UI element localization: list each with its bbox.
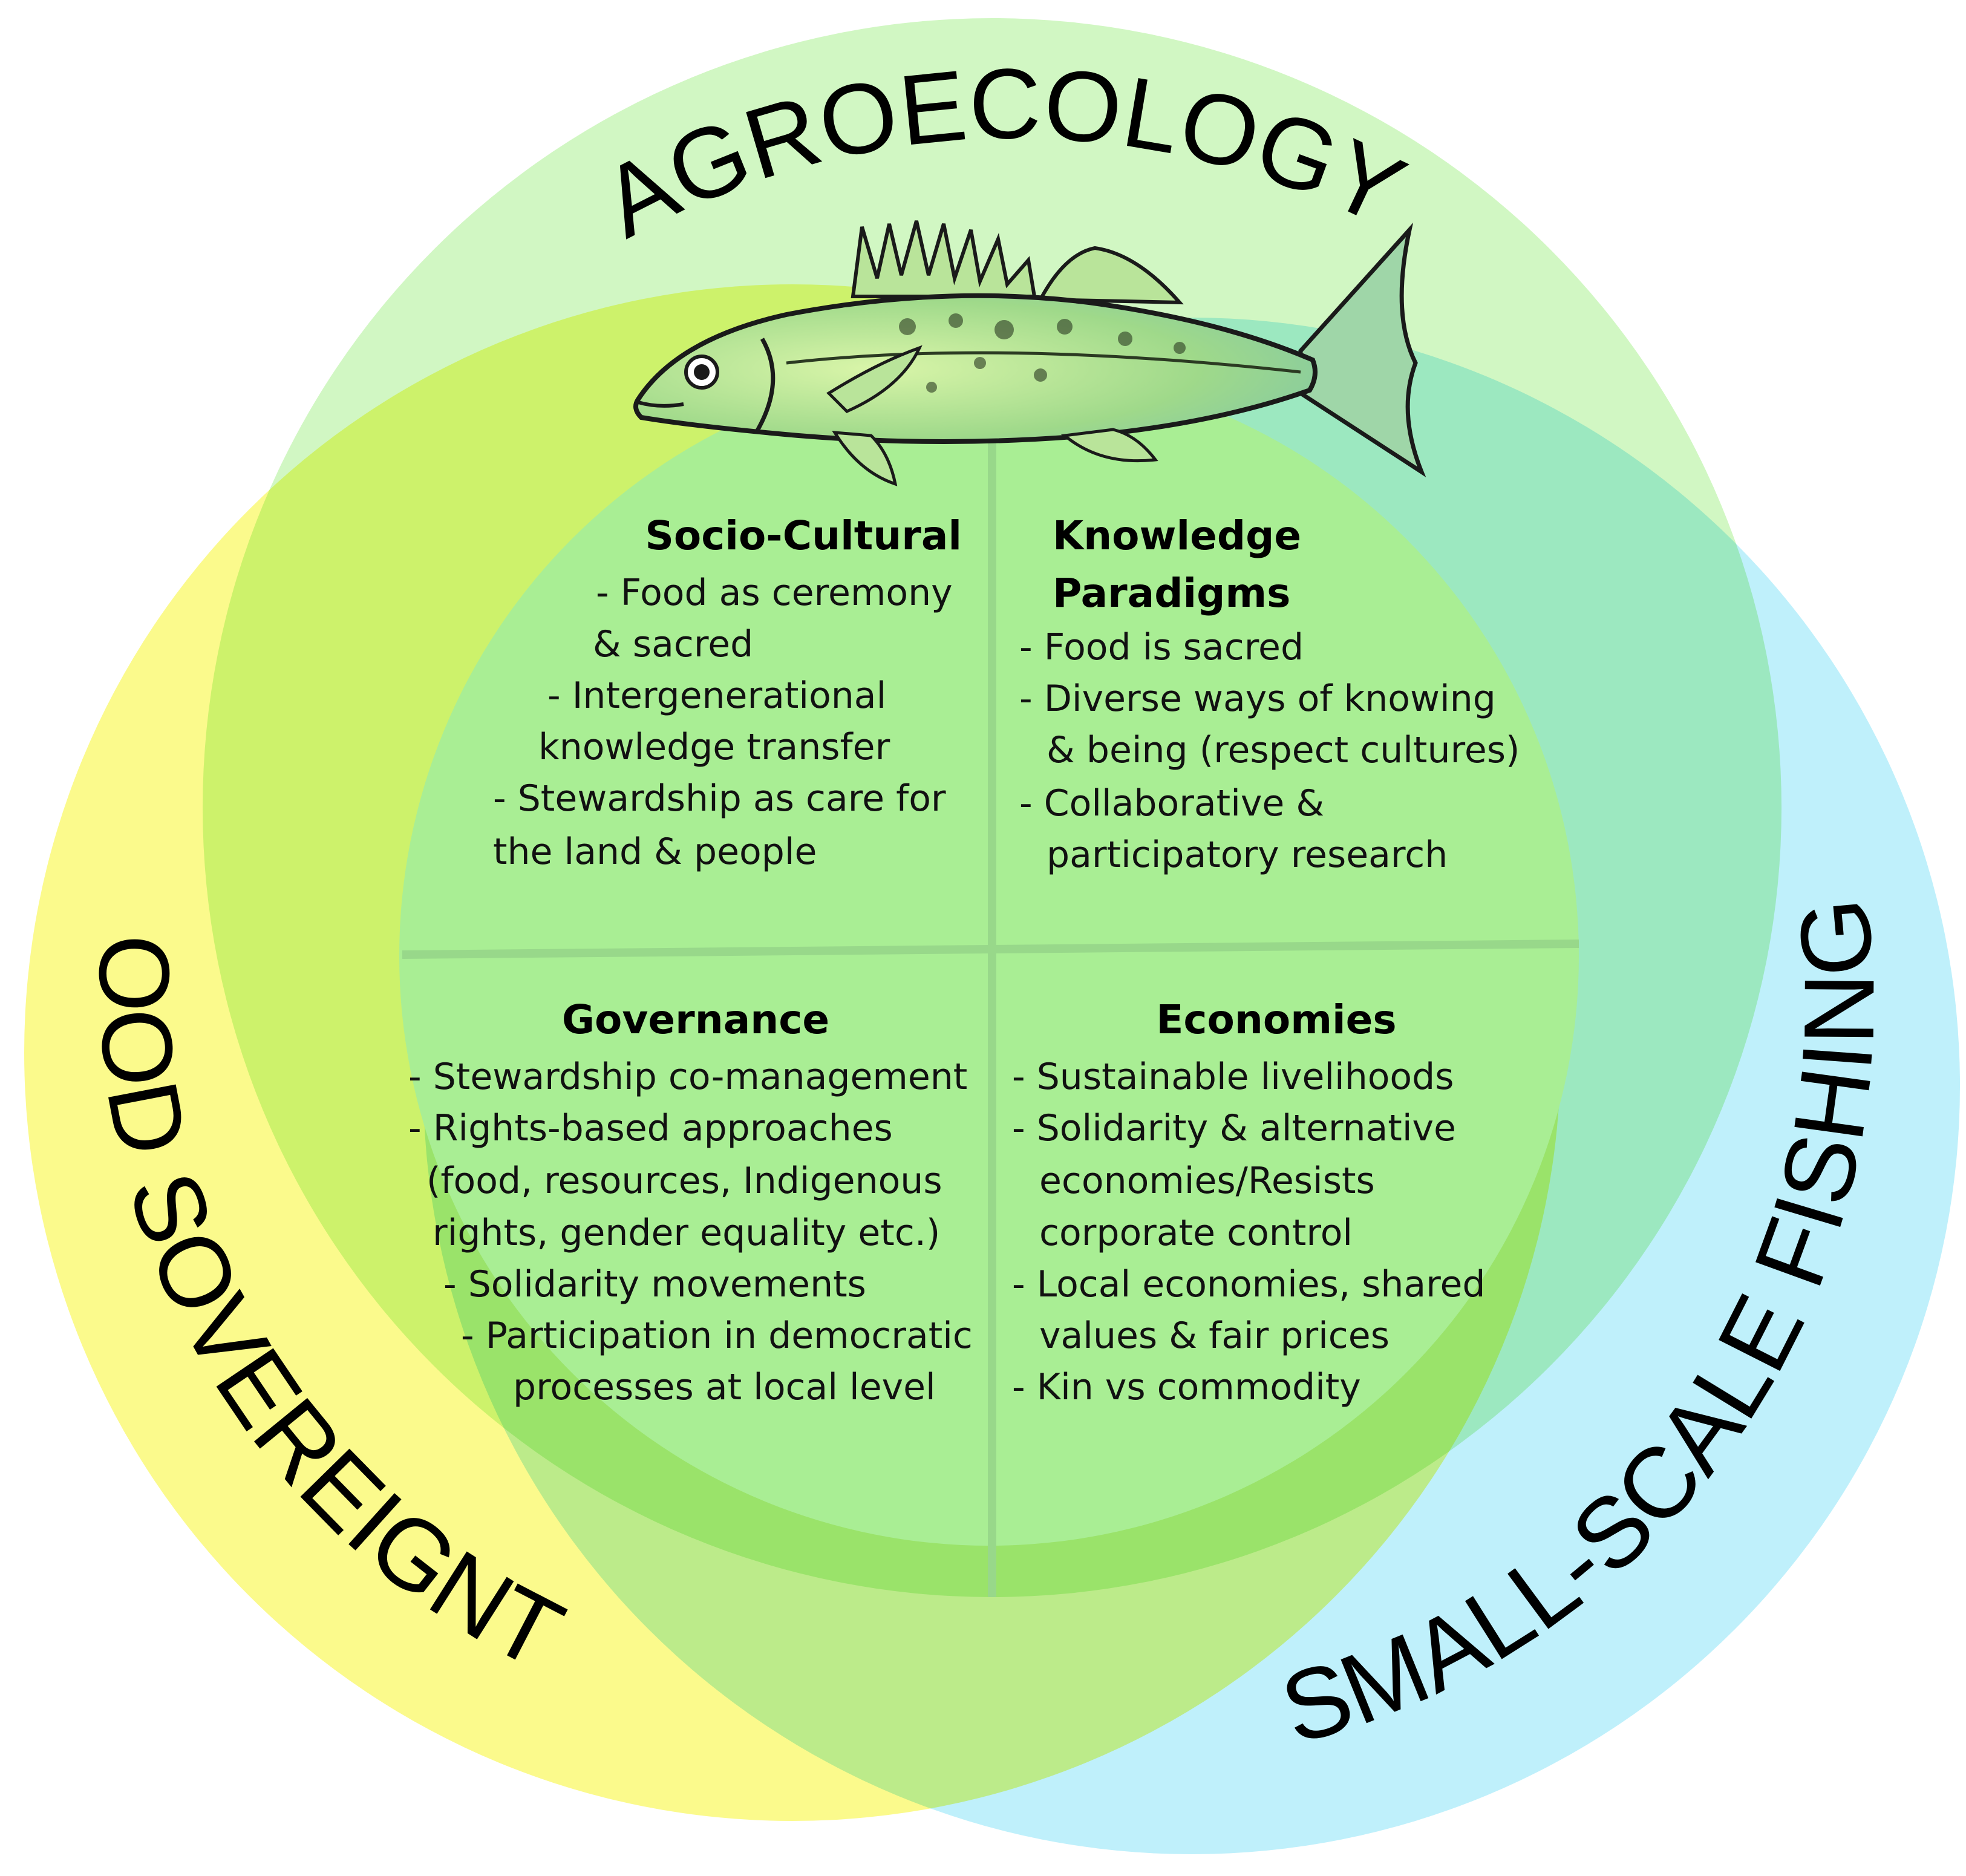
- governance-line: processes at local level: [513, 1366, 936, 1408]
- governance-quadrant: Governance - Stewardship co-management -…: [408, 996, 973, 1408]
- governance-line: - Rights-based approaches: [408, 1107, 893, 1149]
- governance-line: rights, gender equality etc.): [433, 1212, 940, 1254]
- economies-line: economies/Resists: [1039, 1160, 1375, 1202]
- governance-line: - Stewardship co-management: [408, 1056, 967, 1098]
- governance-line: - Participation in democratic: [461, 1315, 973, 1357]
- governance-line: (food, resources, Indigenous: [426, 1160, 942, 1202]
- economies-quadrant: Economies - Sustainable livelihoods - So…: [1012, 996, 1486, 1408]
- economies-line: - Solidarity & alternative: [1012, 1107, 1456, 1149]
- horizontal-divider: [402, 940, 1579, 959]
- economies-line: corporate control: [1039, 1212, 1353, 1254]
- socio-cultural-line: - Stewardship as care for: [493, 777, 946, 820]
- socio-cultural-line: - Food as ceremony: [596, 572, 953, 614]
- knowledge-paradigms-line: - Diverse ways of knowing: [1019, 678, 1496, 720]
- governance-heading: Governance: [562, 996, 829, 1043]
- knowledge-paradigms-heading: Paradigms: [1053, 570, 1290, 616]
- socio-cultural-line: the land & people: [493, 831, 817, 873]
- socio-cultural-line: - Intergenerational: [547, 675, 886, 717]
- knowledge-paradigms-quadrant: Knowledge Paradigms - Food is sacred - D…: [1019, 512, 1520, 876]
- economies-line: - Sustainable livelihoods: [1012, 1056, 1454, 1098]
- knowledge-paradigms-line: participatory research: [1047, 834, 1448, 876]
- fish-illustration-icon: [633, 220, 1426, 486]
- knowledge-paradigms-line: - Food is sacred: [1019, 626, 1304, 668]
- economies-line: - Kin vs commodity: [1012, 1366, 1361, 1408]
- socio-cultural-quadrant: Socio-Cultural - Food as ceremony & sacr…: [493, 512, 962, 873]
- governance-line: - Solidarity movements: [443, 1263, 866, 1306]
- economies-line: values & fair prices: [1039, 1315, 1390, 1357]
- socio-cultural-line: knowledge transfer: [538, 726, 890, 768]
- socio-cultural-line: & sacred: [593, 623, 753, 665]
- knowledge-paradigms-heading: Knowledge: [1053, 512, 1301, 559]
- knowledge-paradigms-line: - Collaborative &: [1019, 782, 1324, 825]
- economies-line: - Local economies, shared: [1012, 1263, 1486, 1306]
- economies-heading: Economies: [1156, 996, 1396, 1043]
- knowledge-paradigms-line: & being (respect cultures): [1047, 729, 1520, 771]
- socio-cultural-heading: Socio-Cultural: [645, 512, 962, 559]
